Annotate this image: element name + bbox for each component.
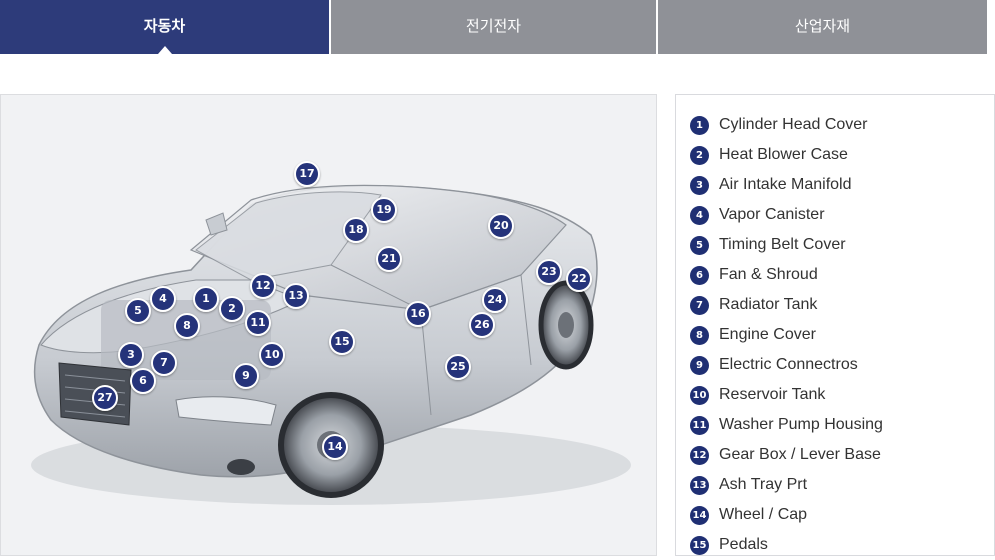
list-item[interactable]: 8 Engine Cover (690, 320, 994, 350)
item-number-badge: 1 (690, 115, 709, 135)
list-item[interactable]: 13 Ash Tray Prt (690, 470, 994, 500)
part-marker-12[interactable]: 12 (250, 273, 276, 299)
item-number-badge: 14 (690, 505, 709, 525)
category-tabs: 자동차 전기전자 산업자재 (0, 0, 995, 54)
part-marker-11[interactable]: 11 (245, 310, 271, 336)
tab-electronics[interactable]: 전기전자 (331, 0, 656, 54)
item-label: Radiator Tank (719, 296, 818, 313)
part-marker-14[interactable]: 14 (322, 434, 348, 460)
car-diagram: 17 19 18 20 21 23 22 12 13 4 1 2 5 8 11 … (0, 94, 657, 556)
item-label: Fan & Shroud (719, 266, 818, 283)
part-marker-20[interactable]: 20 (488, 213, 514, 239)
item-number-badge: 8 (690, 325, 709, 345)
part-marker-6[interactable]: 6 (130, 368, 156, 394)
item-label: Heat Blower Case (719, 146, 848, 163)
part-marker-8[interactable]: 8 (174, 313, 200, 339)
list-item[interactable]: 15 Pedals (690, 530, 994, 560)
part-marker-24[interactable]: 24 (482, 287, 508, 313)
item-number-badge: 13 (690, 475, 709, 495)
parts-list: 1 Cylinder Head Cover 2 Heat Blower Case 3… (676, 95, 994, 560)
item-label: Reservoir Tank (719, 386, 826, 403)
item-number-badge: 2 (690, 145, 709, 165)
tab-automotive[interactable]: 자동차 (0, 0, 329, 54)
part-marker-1[interactable]: 1 (193, 286, 219, 312)
item-label: Engine Cover (719, 326, 816, 343)
part-marker-9[interactable]: 9 (233, 363, 259, 389)
tab-industrial-materials[interactable]: 산업자재 (658, 0, 987, 54)
parts-legend: 1 Cylinder Head Cover 2 Heat Blower Case 3… (675, 94, 995, 556)
item-number-badge: 5 (690, 235, 709, 255)
part-marker-4[interactable]: 4 (150, 286, 176, 312)
part-marker-22[interactable]: 22 (566, 266, 592, 292)
part-marker-26[interactable]: 26 (469, 312, 495, 338)
item-label: Washer Pump Housing (719, 416, 883, 433)
item-label: Ash Tray Prt (719, 476, 808, 493)
list-item[interactable]: 10 Reservoir Tank (690, 380, 994, 410)
list-item[interactable]: 3 Air Intake Manifold (690, 170, 994, 200)
item-label: Pedals (719, 536, 768, 553)
item-label: Wheel / Cap (719, 506, 808, 523)
item-number-badge: 4 (690, 205, 709, 225)
list-item[interactable]: 12 Gear Box / Lever Base (690, 440, 994, 470)
item-number-badge: 10 (690, 385, 709, 405)
car-illustration (31, 184, 631, 505)
list-item[interactable]: 5 Timing Belt Cover (690, 230, 994, 260)
part-marker-10[interactable]: 10 (259, 342, 285, 368)
item-number-badge: 11 (690, 415, 709, 435)
part-marker-23[interactable]: 23 (536, 259, 562, 285)
item-number-badge: 15 (690, 535, 709, 555)
item-label: Air Intake Manifold (719, 176, 852, 193)
part-marker-27[interactable]: 27 (92, 385, 118, 411)
part-marker-25[interactable]: 25 (445, 354, 471, 380)
list-item[interactable]: 6 Fan & Shroud (690, 260, 994, 290)
item-number-badge: 12 (690, 445, 709, 465)
list-item[interactable]: 7 Radiator Tank (690, 290, 994, 320)
part-marker-3[interactable]: 3 (118, 342, 144, 368)
part-marker-18[interactable]: 18 (343, 217, 369, 243)
list-item[interactable]: 11 Washer Pump Housing (690, 410, 994, 440)
item-number-badge: 3 (690, 175, 709, 195)
part-marker-21[interactable]: 21 (376, 246, 402, 272)
item-label: Electric Connectros (719, 356, 858, 373)
list-item[interactable]: 9 Electric Connectros (690, 350, 994, 380)
item-number-badge: 6 (690, 265, 709, 285)
item-label: Vapor Canister (719, 206, 825, 223)
list-item[interactable]: 2 Heat Blower Case (690, 140, 994, 170)
item-label: Cylinder Head Cover (719, 116, 868, 133)
item-label: Gear Box / Lever Base (719, 446, 881, 463)
part-marker-15[interactable]: 15 (329, 329, 355, 355)
part-marker-13[interactable]: 13 (283, 283, 309, 309)
item-label: Timing Belt Cover (719, 236, 846, 253)
item-number-badge: 7 (690, 295, 709, 315)
list-item[interactable]: 1 Cylinder Head Cover (690, 110, 994, 140)
part-marker-16[interactable]: 16 (405, 301, 431, 327)
part-marker-5[interactable]: 5 (125, 298, 151, 324)
part-marker-17[interactable]: 17 (294, 161, 320, 187)
list-item[interactable]: 4 Vapor Canister (690, 200, 994, 230)
list-item[interactable]: 14 Wheel / Cap (690, 500, 994, 530)
part-marker-2[interactable]: 2 (219, 296, 245, 322)
part-marker-19[interactable]: 19 (371, 197, 397, 223)
part-marker-7[interactable]: 7 (151, 350, 177, 376)
item-number-badge: 9 (690, 355, 709, 375)
